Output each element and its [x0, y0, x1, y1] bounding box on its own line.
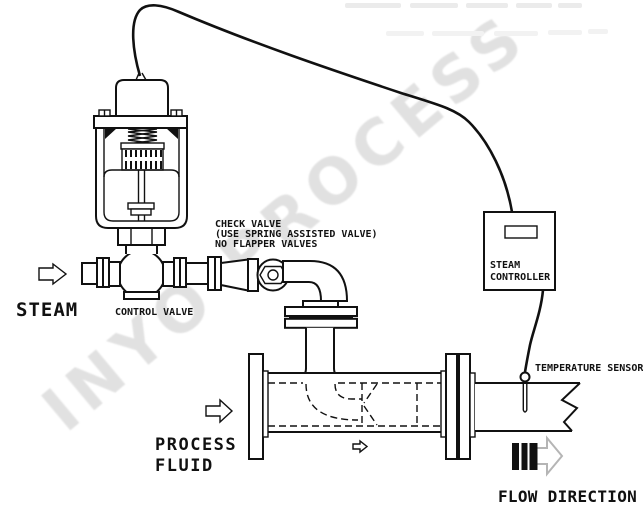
process-fluid-arrow	[205, 398, 234, 424]
bonnet-hex-nut	[117, 227, 166, 246]
steam-controller-label-2: CONTROLLER	[490, 272, 551, 283]
signal-cable-sensor	[523, 289, 545, 373]
flow-direction-symbol	[512, 435, 564, 477]
steam-arrow	[38, 262, 68, 286]
plate-bolts	[98, 109, 183, 117]
stem-coupling-block	[120, 142, 165, 171]
tee-right-flange	[445, 353, 458, 460]
control-valve-body	[81, 227, 222, 300]
globe-body	[117, 249, 166, 299]
controller-display	[504, 225, 538, 239]
internal-flow-arrow	[352, 439, 369, 454]
check-valve-note-line1: CHECK VALVE	[215, 219, 281, 230]
spool-pipe	[185, 262, 209, 285]
body-base	[123, 291, 160, 300]
temperature-sensor-probe	[519, 371, 531, 413]
process-fluid-label-line2: FLUID	[155, 456, 214, 476]
tee-left-flange	[248, 353, 264, 460]
yoke-corner-gussets	[105, 128, 178, 139]
flow-direction-arrow	[534, 435, 564, 477]
actuator-top-plate	[93, 115, 188, 129]
elbow-flange	[284, 306, 358, 329]
pipe-break	[560, 382, 581, 432]
cropped-faint-text	[345, 3, 608, 36]
flow-bars	[512, 443, 538, 470]
steam-elbow	[282, 260, 349, 308]
process-fluid-label-line1: PROCESS	[155, 435, 237, 455]
process-fluid-label: PROCESS FLUID	[155, 435, 237, 476]
steam-controller-label-1: STEAM	[490, 260, 520, 271]
controller-enclosure	[483, 211, 556, 291]
check-valve-note: CHECK VALVE (USE SPRING ASSISTED VALVE) …	[215, 219, 378, 250]
actuator-dome	[115, 79, 169, 117]
signal-cable-actuator	[131, 4, 514, 213]
control-valve-label: CONTROL VALVE	[115, 307, 193, 318]
check-valve-note-line3: NO FLAPPER VALVES	[215, 239, 317, 250]
temperature-sensor-label: TEMPERATURE SENSOR	[535, 363, 643, 374]
yoke-inner	[103, 128, 180, 222]
valve-actuator	[93, 72, 188, 229]
inlet-pipe-stub	[81, 262, 98, 285]
diaphragm-shelf	[103, 169, 180, 178]
steam-controller: STEAM CONTROLLER	[483, 211, 556, 291]
tee-internal-sparger	[268, 382, 441, 427]
valve-stem	[127, 170, 155, 221]
mixing-tee	[248, 353, 476, 460]
check-valve-body	[220, 258, 249, 292]
steam-label: STEAM	[16, 299, 78, 321]
flow-direction-label: FLOW DIRECTION	[498, 487, 637, 506]
check-valve	[220, 258, 290, 292]
check-valve-note-line2: (USE SPRING ASSISTED VALVE)	[215, 229, 378, 240]
